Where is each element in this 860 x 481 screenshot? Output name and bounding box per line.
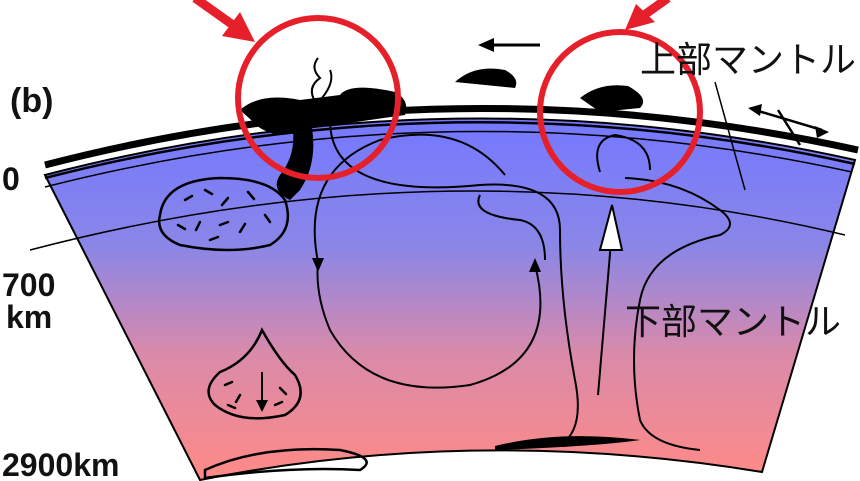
plate-motion-arrow-head	[478, 38, 494, 52]
depth-label-700-value: 700	[2, 267, 55, 303]
continent-mid	[455, 69, 516, 89]
panel-label: (b)	[10, 82, 53, 120]
lower-mantle-label: 下部マントル	[625, 302, 841, 343]
red-arrow-icon	[625, 0, 668, 30]
depth-label-700-unit: km	[6, 299, 52, 335]
red-arrow-icon	[195, 0, 255, 42]
depth-label-surface: 0	[2, 161, 20, 197]
continent-right	[580, 85, 643, 112]
depth-label-bottom: 2900km	[2, 447, 119, 481]
upper-mantle-label: 上部マントル	[640, 40, 856, 81]
mantle-cross-section	[45, 118, 855, 480]
volcano-plume	[312, 58, 332, 103]
